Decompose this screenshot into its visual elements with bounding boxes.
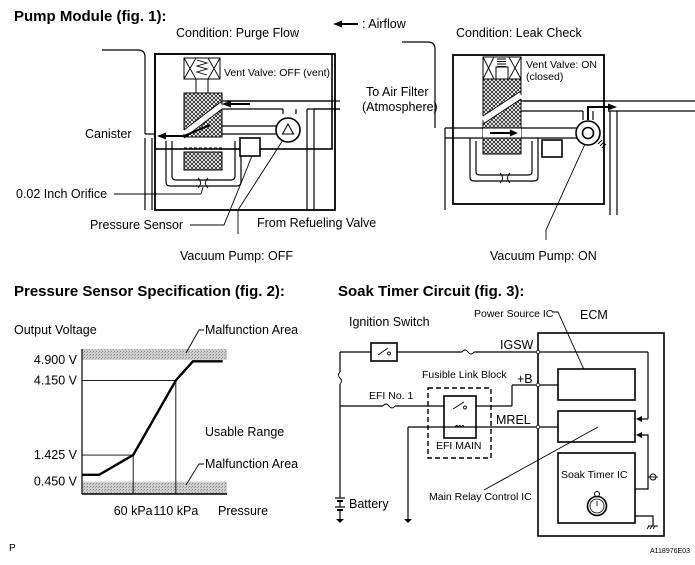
footer-left-mark: P	[9, 543, 16, 554]
malfunction-top-leader	[185, 329, 204, 354]
orifice-icon	[499, 172, 511, 184]
plus-b-label: +B	[517, 372, 533, 386]
fuse-icon	[461, 349, 475, 355]
pump-module-housing	[154, 53, 336, 211]
y-tick-label: 4.150 V	[34, 373, 78, 387]
purge-condition-label: Condition: Purge Flow	[176, 26, 300, 40]
chart-ylabel: Output Voltage	[14, 323, 97, 337]
x-tick-label: 110 kPa	[153, 504, 198, 518]
fig1-title: Pump Module (fig. 1):	[14, 8, 166, 25]
y-tick-label: 4.900 V	[34, 353, 78, 367]
malfunction-bottom-leader	[185, 463, 204, 486]
purge-vacuum-pump-label: Vacuum Pump: OFF	[180, 249, 293, 263]
soak-timer-ic-label: Soak Timer IC	[561, 469, 628, 481]
ignition-switch-icon	[370, 342, 398, 362]
y-tick-label: 0.450 V	[34, 475, 78, 489]
leak-check-module-diagram: Vent Valve: ON (closed)	[445, 54, 695, 240]
fuse-icon	[382, 403, 396, 409]
from-refueling-valve-label: From Refueling Valve	[257, 216, 376, 230]
leak-vacuum-pump-label: Vacuum Pump: ON	[490, 249, 597, 263]
atmosphere-pipe	[402, 41, 436, 128]
relay-coil-icon	[454, 425, 465, 429]
airflow-legend-label: : Airflow	[362, 17, 407, 31]
output-voltage-line	[82, 360, 223, 476]
to-air-filter-label: To Air Filter	[366, 85, 429, 99]
efi-no1-label: EFI No. 1	[369, 390, 414, 402]
pressure-sensor-label: Pressure Sensor	[90, 218, 183, 232]
chart-xlabel: Pressure	[218, 504, 268, 518]
igsw-label: IGSW	[500, 338, 534, 352]
battery-label: Battery	[349, 497, 389, 511]
figure-reference-code: A118976E03	[650, 548, 690, 555]
pressure-sensor-chart: Output Voltage Pressure 4.900 V 4.150 V 1.…	[14, 323, 298, 518]
canister-label: Canister	[85, 127, 132, 141]
vent-valve-solenoid	[183, 57, 221, 94]
stopwatch-icon	[586, 491, 608, 517]
ignition-switch-label: Ignition Switch	[349, 315, 430, 329]
purge-flow-module-diagram: Vent Valve: OFF (vent)	[102, 49, 340, 234]
pressure-sensor-icon	[541, 139, 563, 158]
canister-pipe-outer	[102, 49, 146, 134]
y-tick-label: 1.425 V	[34, 448, 78, 462]
atmosphere-label: (Atmosphere)	[362, 100, 438, 114]
power-source-ic-box	[557, 368, 636, 401]
efi-main-label: EFI MAIN	[436, 440, 482, 452]
malfunction-top-label: Malfunction Area	[205, 323, 298, 337]
malfunction-area-region	[82, 481, 227, 494]
fusible-link-block-label: Fusible Link Block	[422, 369, 507, 381]
efi-main-relay-box	[443, 395, 477, 439]
usable-range-label: Usable Range	[205, 425, 284, 439]
soak-timer-circuit: Ignition Switch Power Source IC ECM Soak…	[335, 308, 665, 537]
battery-icon	[335, 497, 345, 523]
leak-vent-valve-label: Vent Valve: ON	[526, 59, 597, 71]
airflow-legend: : Airflow	[333, 17, 407, 31]
orifice-label: 0.02 Inch Orifice	[16, 187, 107, 201]
fusible-link-icon	[338, 371, 342, 385]
pressure-sensor-icon	[239, 137, 261, 157]
connector-icon	[648, 473, 658, 481]
fig3-title: Soak Timer Circuit (fig. 3):	[338, 283, 524, 300]
vacuum-pump-on-icon	[575, 120, 607, 149]
vacuum-pump-off-icon	[275, 117, 301, 143]
fusible-link-block-box	[427, 387, 492, 459]
relay-switch-icon	[452, 401, 467, 410]
leak-condition-label: Condition: Leak Check	[456, 26, 583, 40]
ground-icon	[646, 525, 658, 530]
main-relay-control-ic-box	[557, 410, 636, 443]
fig2-title: Pressure Sensor Specification (fig. 2):	[14, 283, 285, 300]
ecm-label: ECM	[580, 308, 608, 322]
purge-vent-valve-label: Vent Valve: OFF (vent)	[224, 67, 330, 79]
orifice-icon	[197, 177, 209, 189]
leak-module-housing	[452, 54, 605, 205]
malfunction-bottom-label: Malfunction Area	[205, 457, 298, 471]
power-source-ic-label: Power Source IC	[474, 308, 554, 320]
mrel-label: MREL	[496, 413, 531, 427]
leak-vent-closed-label: (closed)	[526, 71, 563, 83]
malfunction-area-region	[82, 349, 227, 360]
x-tick-label: 60 kPa	[114, 504, 153, 518]
arrow-left-icon	[333, 20, 358, 28]
main-relay-control-ic-label: Main Relay Control IC	[429, 491, 532, 503]
ecm-box	[537, 332, 665, 537]
